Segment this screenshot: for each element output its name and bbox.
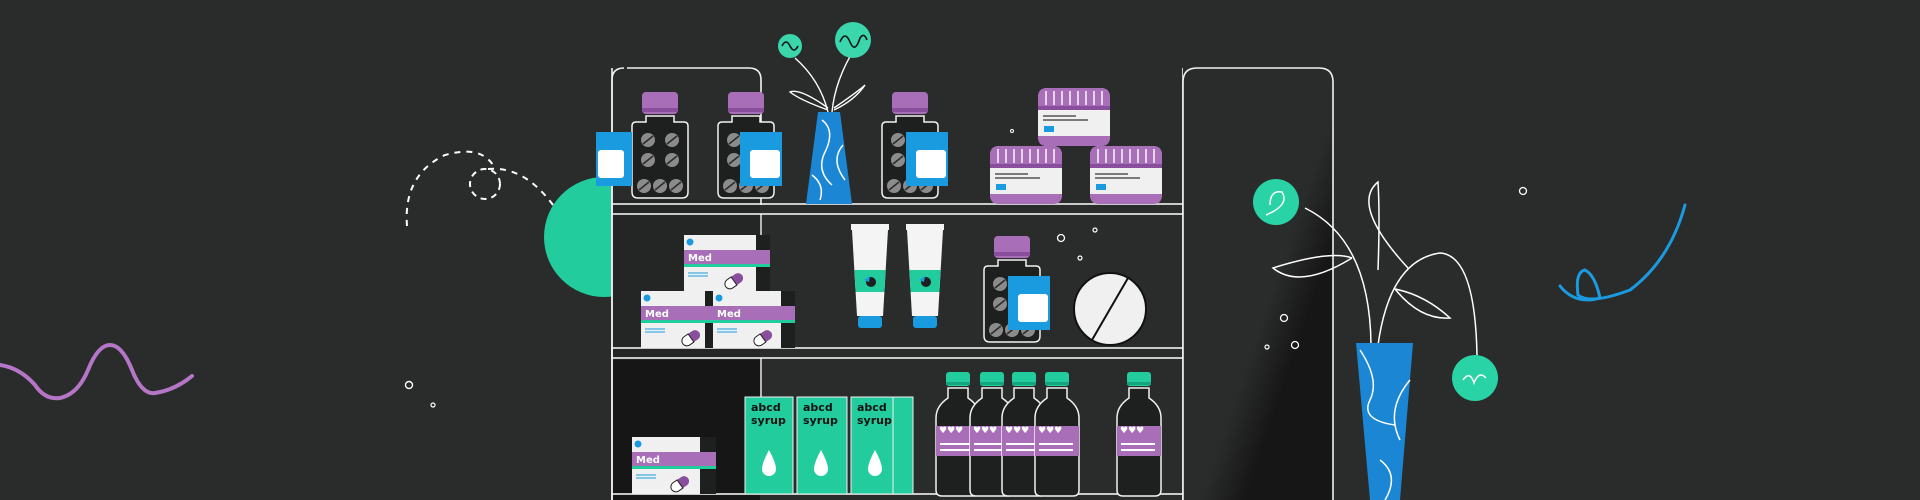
top-shelf	[596, 22, 1163, 205]
med-box: Med	[632, 437, 716, 495]
bottom-shelf: Med abcd syrup abcd syrup abcd syrup	[632, 371, 1162, 497]
med-box: Med	[705, 291, 795, 349]
blue-squiggle	[1558, 203, 1687, 302]
svg-text:♥♥♥: ♥♥♥	[1038, 426, 1062, 436]
cabinet-side-door	[1182, 67, 1334, 500]
svg-text:abcd: abcd	[751, 401, 781, 414]
syrup-bottles: ♥♥♥ ♥♥♥ ♥♥♥ ♥♥♥ ♥♥♥	[935, 371, 1162, 497]
right-plant	[1253, 179, 1687, 500]
purple-squiggle	[0, 342, 194, 401]
svg-text:Med: Med	[717, 309, 741, 320]
syrup-box: abcd syrup	[796, 396, 848, 495]
cream-jar-top	[1037, 87, 1111, 147]
svg-text:abcd: abcd	[857, 401, 887, 414]
svg-text:Med: Med	[688, 253, 712, 264]
cream-jar-right	[1089, 145, 1163, 205]
svg-text:♥♥♥: ♥♥♥	[939, 426, 963, 436]
svg-text:Med: Med	[645, 309, 669, 320]
svg-text:abcd: abcd	[803, 401, 833, 414]
cream-jar-left	[989, 145, 1063, 205]
middle-shelf: Med Med Med	[641, 224, 1147, 349]
dashed-swirl	[405, 150, 494, 227]
med-box: Med	[641, 291, 709, 349]
syrup-box: abcd syrup	[850, 396, 914, 495]
svg-text:♥♥♥: ♥♥♥	[1005, 426, 1029, 436]
med-box: Med	[684, 235, 770, 292]
svg-text:♥♥♥: ♥♥♥	[1120, 426, 1144, 436]
svg-text:syrup: syrup	[751, 414, 786, 427]
syrup-box: abcd syrup	[744, 396, 794, 495]
blue-vase-2	[1356, 343, 1413, 500]
svg-text:syrup: syrup	[803, 414, 838, 427]
svg-text:♥♥♥: ♥♥♥	[973, 426, 997, 436]
svg-text:syrup: syrup	[857, 414, 892, 427]
svg-text:Med: Med	[636, 455, 660, 466]
